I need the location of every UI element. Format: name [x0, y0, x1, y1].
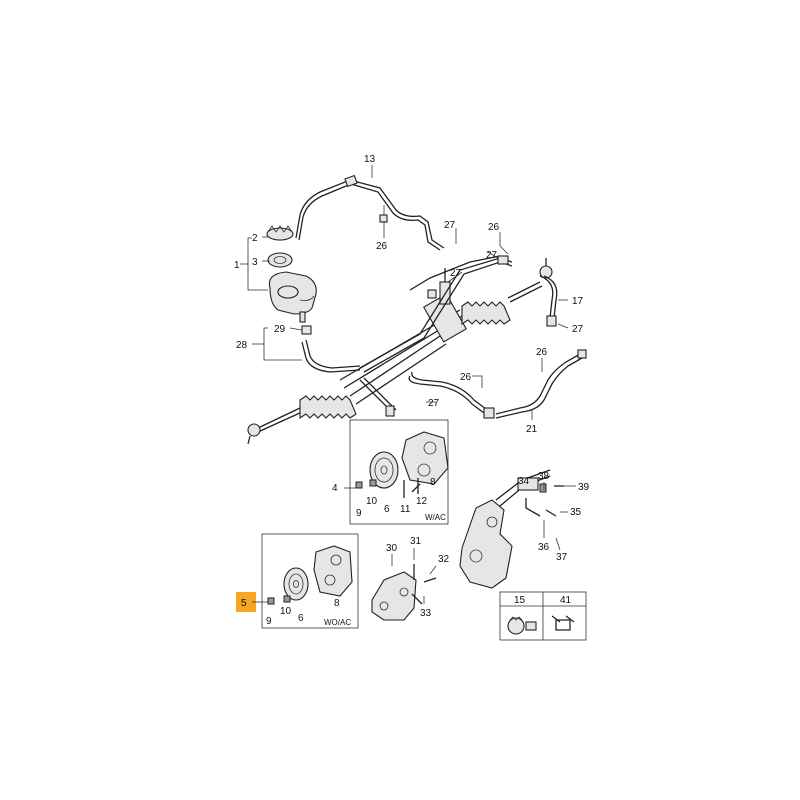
callout-6-wac: 6: [384, 504, 390, 515]
return-line-left: [252, 325, 397, 417]
callout-1: 1: [234, 260, 240, 271]
callout-34: 34: [518, 476, 530, 487]
pump-kit-without-ac: [236, 533, 359, 629]
callout-2: 2: [252, 233, 258, 244]
callout-8-wac: 8: [430, 477, 436, 488]
steering-rack: [247, 255, 553, 445]
pump-kit-with-ac: [344, 419, 449, 525]
callout-4: 4: [332, 483, 338, 494]
variant-without-ac-label: WO/AC: [324, 618, 351, 627]
callout-41: 41: [560, 595, 572, 606]
leader-lines: [262, 228, 576, 604]
callout-32: 32: [438, 554, 450, 565]
callout-26-b: 26: [488, 222, 500, 233]
callout-6-woac: 6: [298, 613, 304, 624]
reservoir-assembly: [240, 225, 317, 323]
reservoir-hose: [295, 165, 445, 251]
callout-28: 28: [236, 340, 248, 351]
callout-27-b: 27: [450, 268, 462, 279]
callout-27-e: 27: [486, 250, 498, 261]
callout-39: 39: [578, 482, 590, 493]
callout-10-woac: 10: [280, 606, 292, 617]
callout-38: 38: [538, 471, 550, 482]
callout-26-a: 26: [376, 241, 388, 252]
callout-35: 35: [570, 507, 582, 518]
callout-10-wac: 10: [366, 496, 378, 507]
pump-bracket: [371, 564, 437, 621]
callout-15: 15: [514, 595, 526, 606]
callout-17: 17: [572, 296, 584, 307]
callout-27-c: 27: [572, 324, 584, 335]
callout-36: 36: [538, 542, 550, 553]
callout-27-a: 27: [444, 220, 456, 231]
legend-table: [499, 591, 587, 641]
callout-29: 29: [274, 324, 286, 335]
callout-26-c: 26: [536, 347, 548, 358]
callout-26-d: 26: [460, 372, 472, 383]
callout-5: 5: [241, 598, 247, 609]
variant-with-ac-label: W/AC: [425, 513, 446, 522]
callout-9-wac: 9: [356, 508, 362, 519]
callout-31: 31: [410, 536, 422, 547]
callout-8-woac: 8: [334, 598, 340, 609]
pressure-lines: [408, 275, 587, 419]
callout-11: 11: [400, 504, 411, 515]
callout-12: 12: [416, 496, 428, 507]
callout-30: 30: [386, 543, 398, 554]
callout-33: 33: [420, 608, 432, 619]
callout-labels: 1 2 3 4 5 6 6 8 8 9 9 10 10 11 12 13 15 …: [234, 154, 590, 627]
callout-13: 13: [364, 154, 376, 165]
callout-3: 3: [252, 257, 258, 268]
callout-27-d: 27: [428, 398, 440, 409]
highlight-marker: [236, 592, 256, 612]
callout-9-woac: 9: [266, 616, 272, 627]
callout-37: 37: [556, 552, 568, 563]
callout-21: 21: [526, 424, 538, 435]
engine-mount-bracket: [459, 469, 564, 589]
